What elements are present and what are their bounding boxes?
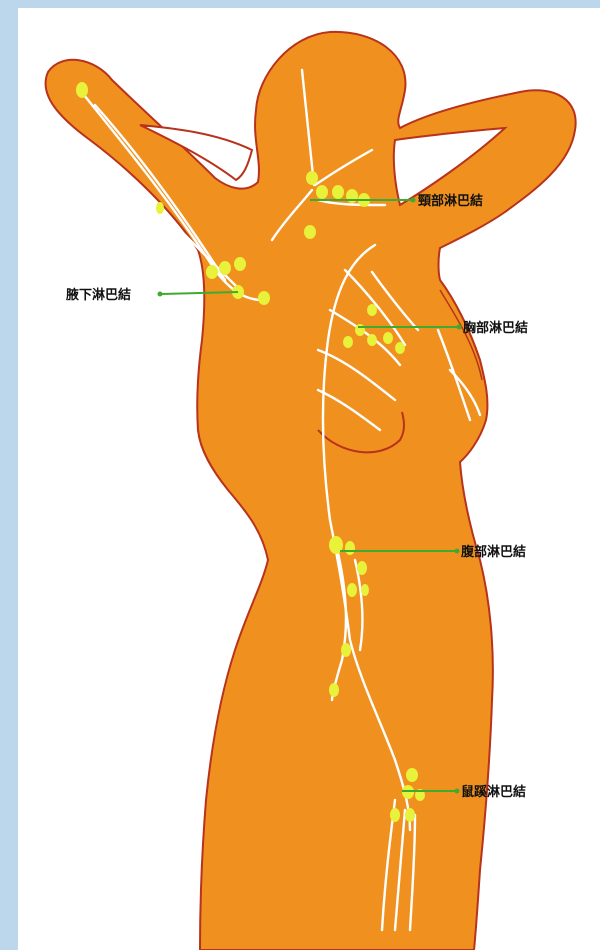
node-neck-1: [306, 171, 318, 185]
node-groin-5: [405, 808, 415, 822]
node-chest-4: [367, 334, 377, 346]
pointer-groin-tip: [455, 789, 460, 794]
body-silhouette: [46, 32, 576, 950]
node-axilla-1: [206, 265, 218, 279]
pointer-chest-tip: [457, 325, 462, 330]
node-upper-arm: [156, 202, 164, 214]
pointer-axilla-tip: [158, 292, 163, 297]
node-groin-1: [406, 768, 418, 782]
label-axilla: 腋下淋巴結: [66, 287, 131, 303]
pointer-abdomen-tip: [455, 549, 460, 554]
node-abdomen-2: [345, 541, 355, 555]
node-groin-4: [390, 808, 400, 822]
label-abdomen: 腹部淋巴結: [461, 544, 526, 560]
pointer-neck-tip: [411, 198, 416, 203]
node-chest-3: [343, 336, 353, 348]
node-axilla-2: [219, 261, 231, 275]
node-abdomen-4: [347, 583, 357, 597]
node-chest-5: [383, 332, 393, 344]
node-chest-6: [395, 342, 405, 354]
node-hand: [76, 82, 88, 98]
node-axilla-5: [258, 291, 270, 305]
node-abdomen-7: [329, 683, 339, 697]
node-abdomen-5: [361, 584, 369, 596]
node-chest-2: [355, 324, 365, 336]
node-neck-3: [332, 185, 344, 199]
node-abdomen-3: [357, 561, 367, 575]
node-neck-6: [304, 225, 316, 239]
body-figure: [46, 32, 576, 950]
node-axilla-3: [234, 257, 246, 271]
label-chest: 胸部淋巴結: [463, 320, 528, 336]
node-chest-1: [367, 304, 377, 316]
label-neck: 頸部淋巴結: [418, 193, 483, 209]
node-abdomen-6: [341, 643, 351, 657]
node-neck-2: [316, 185, 328, 199]
label-groin: 鼠蹊淋巴結: [461, 784, 526, 800]
